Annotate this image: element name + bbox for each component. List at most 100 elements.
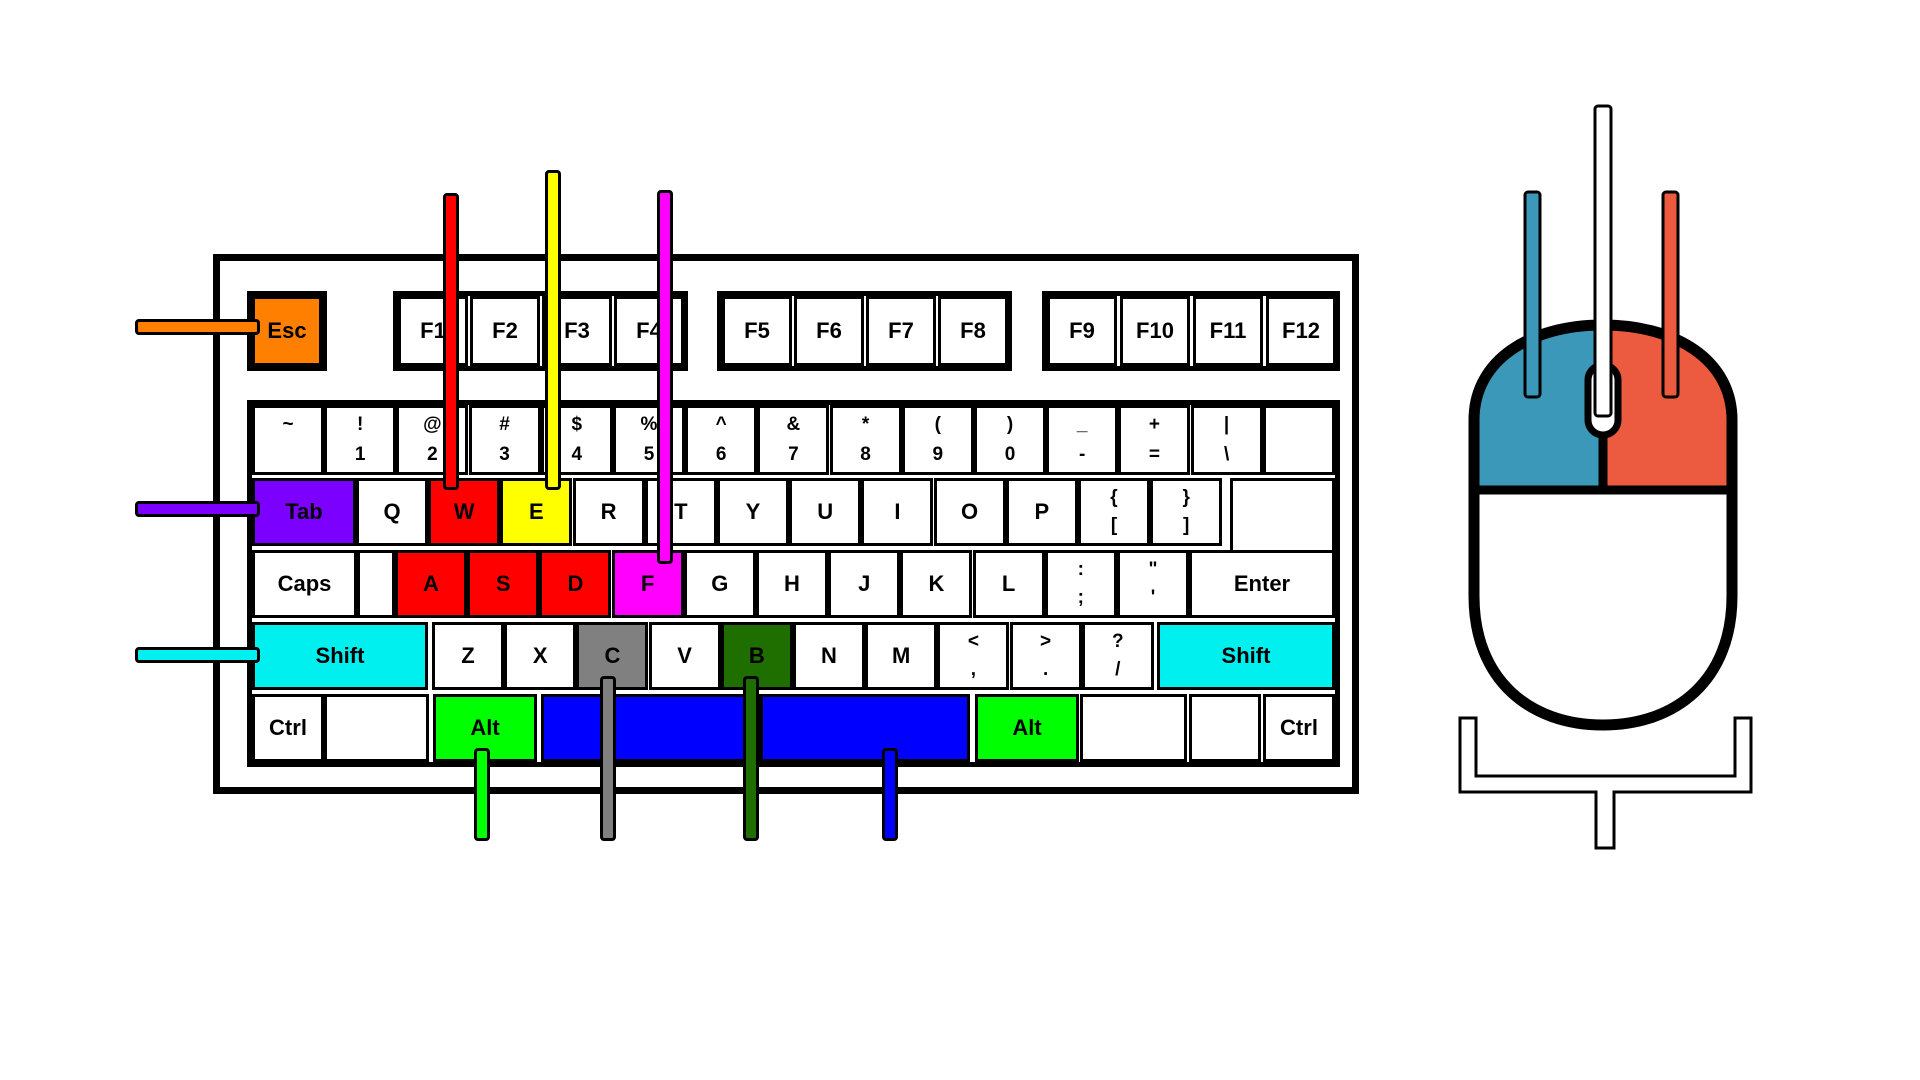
key-number-13[interactable]: |\ [1190, 405, 1263, 475]
key-x[interactable]: X [504, 622, 577, 690]
mouse-outline [1468, 319, 1738, 731]
key-base-symbol: 7 [788, 444, 799, 465]
key-home-punct-1[interactable]: "' [1117, 550, 1189, 618]
key-i[interactable]: I [861, 478, 934, 546]
key-number-8[interactable]: *8 [829, 405, 902, 475]
key-number-9[interactable]: (9 [901, 405, 974, 475]
key-bottom-punct-0[interactable]: <, [937, 622, 1010, 690]
key-n[interactable]: N [793, 622, 865, 690]
key-p[interactable]: P [1005, 478, 1078, 546]
key-menu[interactable] [1080, 694, 1187, 762]
key-shift-symbol: : [1077, 559, 1084, 580]
key-z[interactable]: Z [432, 622, 504, 690]
key-f10[interactable]: F10 [1120, 296, 1190, 366]
key-base-symbol: 6 [715, 444, 727, 465]
key-bracket-0[interactable]: {[ [1078, 478, 1150, 546]
esc-indicator-line [135, 319, 260, 335]
key-shift-symbol: ? [1111, 631, 1124, 652]
key-shift-symbol: ^ [715, 414, 727, 435]
key-shift-symbol: + [1148, 414, 1160, 435]
key-base-symbol: 2 [427, 444, 438, 465]
key-number-5[interactable]: %5 [613, 405, 685, 475]
key-bottom-punct-2[interactable]: ?/ [1081, 622, 1154, 690]
key-b[interactable]: B [720, 622, 793, 690]
key-f[interactable]: F [611, 550, 684, 618]
key-number-11[interactable]: _- [1046, 405, 1119, 475]
key-shift-right[interactable]: Shift [1157, 622, 1335, 690]
key-r[interactable]: R [572, 478, 645, 546]
key-m[interactable]: M [865, 622, 938, 690]
key-shift-symbol: > [1040, 631, 1052, 652]
key-d[interactable]: D [539, 550, 612, 618]
key-t[interactable]: T [644, 478, 717, 546]
key-s[interactable]: S [467, 550, 540, 618]
key-number-10[interactable]: )0 [974, 405, 1046, 475]
key-f9[interactable]: F9 [1047, 296, 1117, 366]
key-caps[interactable]: Caps [252, 550, 357, 618]
key-u[interactable]: U [789, 478, 862, 546]
alt-indicator-line [474, 748, 490, 841]
key-base-symbol: 3 [499, 444, 510, 465]
f-indicator-line [657, 190, 673, 564]
key-base-symbol: - [1079, 444, 1086, 465]
key-shift-symbol: { [1110, 487, 1118, 508]
key-f6[interactable]: F6 [794, 296, 864, 366]
key-shift-left[interactable]: Shift [252, 622, 428, 690]
mouse-left-indicator-line [1523, 190, 1542, 399]
key-base-symbol: 0 [1004, 444, 1016, 465]
key-o[interactable]: O [933, 478, 1006, 546]
key-f12[interactable]: F12 [1266, 296, 1336, 366]
c-indicator-line [600, 676, 616, 841]
key-ctrl-left[interactable]: Ctrl [252, 694, 324, 762]
key-base-symbol: / [1115, 659, 1121, 680]
key-fn-left[interactable] [324, 694, 429, 762]
b-indicator-line [743, 676, 759, 841]
key-alt-right[interactable]: Alt [975, 694, 1079, 762]
key-w[interactable]: W [428, 478, 501, 546]
mouse-right-indicator-line [1661, 190, 1680, 399]
key-home-punct-0[interactable]: :; [1044, 550, 1117, 618]
key-k[interactable]: K [900, 550, 973, 618]
key-base-symbol: ' [1150, 587, 1156, 608]
key-base-symbol: [ [1110, 515, 1118, 536]
key-space-right[interactable] [760, 694, 970, 762]
key-alt-left[interactable]: Alt [433, 694, 537, 762]
key-ctrl-right[interactable]: Ctrl [1263, 694, 1335, 762]
key-base-symbol: ] [1183, 515, 1190, 536]
key-number-0[interactable]: ~ [252, 405, 324, 475]
key-tab[interactable]: Tab [252, 478, 356, 546]
key-v[interactable]: V [648, 622, 721, 690]
key-bottom-punct-1[interactable]: >. [1009, 622, 1082, 690]
key-h[interactable]: H [756, 550, 828, 618]
key-f5[interactable]: F5 [722, 296, 792, 366]
key-f2[interactable]: F2 [470, 296, 540, 366]
key-base-symbol: 1 [354, 444, 366, 465]
key-shift-symbol: _ [1076, 414, 1088, 435]
key-j[interactable]: J [828, 550, 901, 618]
key-y[interactable]: Y [717, 478, 789, 546]
key-base-symbol: . [1042, 659, 1049, 680]
key-base-symbol: , [970, 659, 977, 680]
key-f11[interactable]: F11 [1193, 296, 1263, 366]
key-space-left[interactable] [541, 694, 762, 762]
key-number-1[interactable]: !1 [324, 405, 397, 475]
key-q[interactable]: Q [356, 478, 428, 546]
key-enter-upper[interactable] [1230, 478, 1335, 550]
key-number-14[interactable] [1262, 405, 1335, 475]
key-number-12[interactable]: += [1118, 405, 1191, 475]
key-bracket-1[interactable]: }] [1150, 478, 1223, 546]
key-f7[interactable]: F7 [866, 296, 936, 366]
key-f8[interactable]: F8 [938, 296, 1008, 366]
key-g[interactable]: G [683, 550, 756, 618]
key-base-symbol: 5 [643, 444, 655, 465]
key-number-6[interactable]: ^6 [685, 405, 758, 475]
key-e[interactable]: E [500, 478, 573, 546]
key-enter[interactable]: Enter [1189, 550, 1335, 618]
key-fn-right[interactable] [1189, 694, 1261, 762]
key-a[interactable]: A [395, 550, 467, 618]
key-shift-symbol: ! [357, 414, 364, 435]
key-shift-symbol: & [786, 414, 801, 435]
key-l[interactable]: L [972, 550, 1045, 618]
key-number-7[interactable]: &7 [757, 405, 830, 475]
key-number-3[interactable]: #3 [468, 405, 541, 475]
